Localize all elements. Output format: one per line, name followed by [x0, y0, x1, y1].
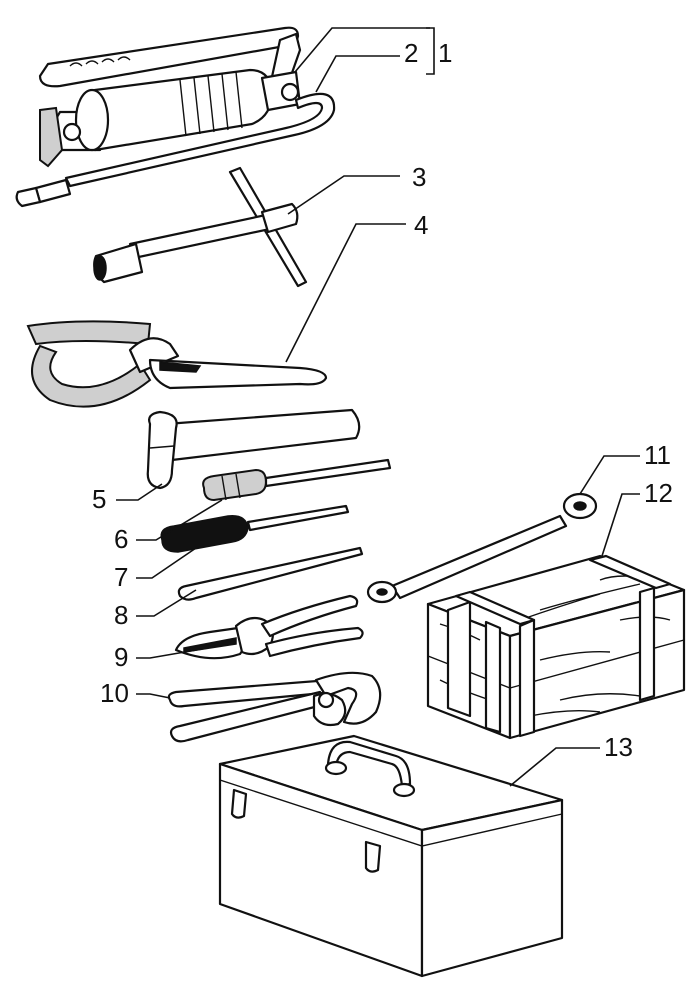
callout-9: 9 — [114, 642, 128, 672]
wooden-crate — [426, 554, 686, 740]
callout-10: 10 — [100, 678, 129, 708]
callout-8: 8 — [114, 600, 128, 630]
strap-wrench — [26, 320, 328, 408]
callout-2: 2 — [404, 38, 418, 68]
grease-gun — [15, 26, 336, 208]
callout-3: 3 — [412, 162, 426, 192]
callout-12: 12 — [644, 478, 673, 508]
screwdriver-dark — [160, 504, 350, 553]
callout-1: 1 — [438, 38, 452, 68]
hammer — [146, 408, 361, 490]
callout-4: 4 — [414, 210, 428, 240]
tyre-lever — [177, 546, 364, 601]
water-pump-pliers — [167, 671, 382, 743]
pliers — [174, 594, 364, 660]
callout-5: 5 — [92, 484, 106, 514]
screwdriver-light — [202, 458, 392, 502]
t-socket-wrench — [93, 166, 308, 288]
callout-6: 6 — [114, 524, 128, 554]
callout-numbers: 1 2 3 4 5 6 7 8 9 10 11 12 13 — [92, 38, 673, 762]
callout-13: 13 — [604, 732, 633, 762]
metal-toolbox — [218, 734, 564, 978]
callout-7: 7 — [114, 562, 128, 592]
leader-lines — [116, 27, 640, 787]
callout-11: 11 — [644, 440, 671, 470]
